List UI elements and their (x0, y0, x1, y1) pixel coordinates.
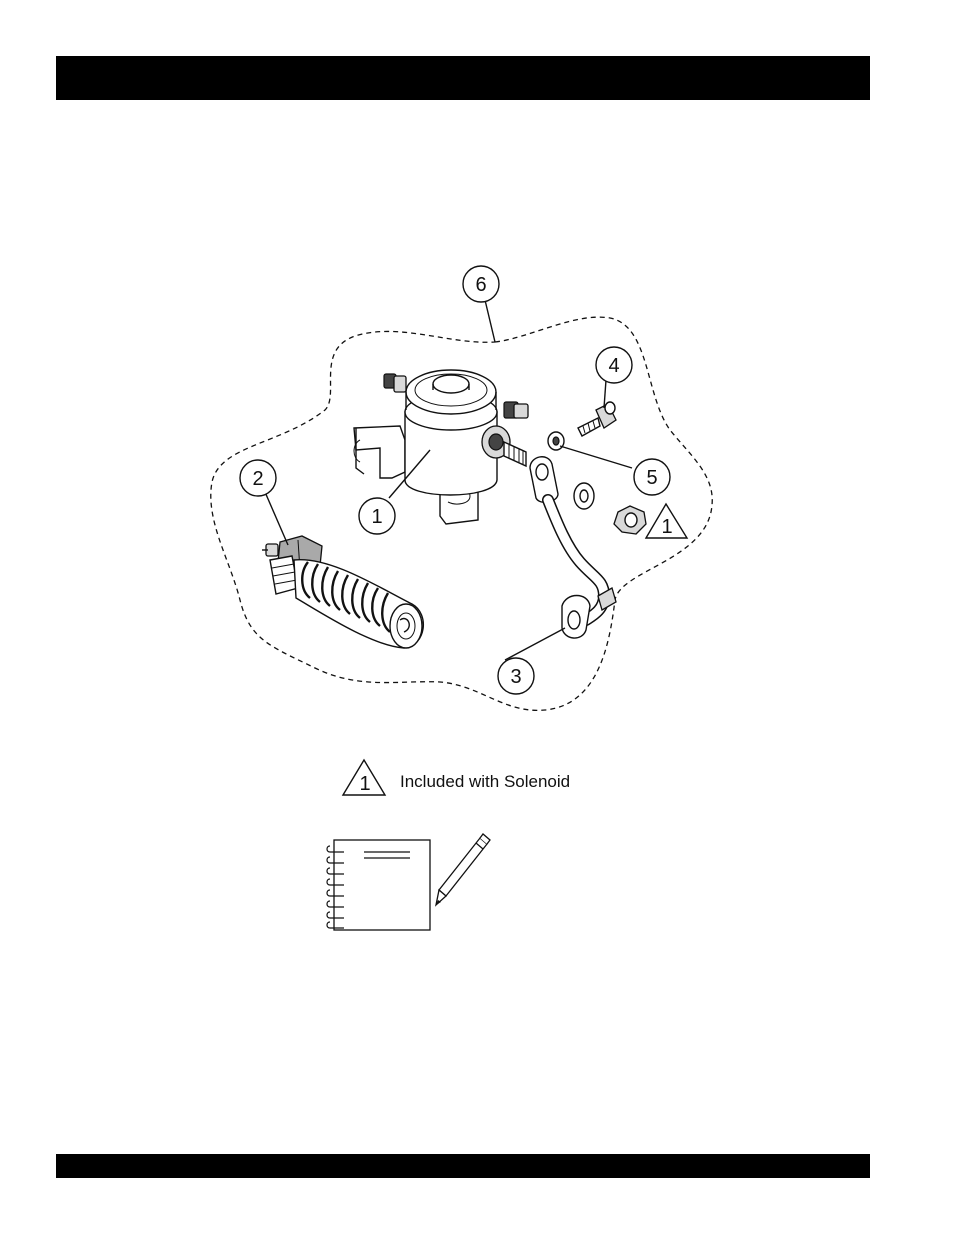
pencil-icon (436, 834, 490, 905)
callout-label: 1 (371, 506, 382, 528)
notebook-icon (327, 840, 430, 930)
legend-text: Included with Solenoid (400, 772, 570, 791)
callout-label: 2 (252, 468, 263, 490)
legend: 1 Included with Solenoid (343, 760, 570, 795)
callout-4: 4 (596, 347, 632, 383)
note-marker: 1 (661, 516, 672, 538)
washer (548, 432, 564, 450)
washer-and-nut (574, 483, 646, 534)
callout-6: 6 (463, 266, 499, 302)
legend-symbol: 1 (359, 773, 370, 795)
callout-5: 5 (634, 459, 670, 495)
callout-label: 6 (475, 274, 486, 296)
callout-label: 3 (510, 666, 521, 688)
callout-label: 4 (608, 355, 619, 377)
callout-1: 1 (359, 498, 395, 534)
screw (578, 402, 616, 436)
callout-3: 3 (498, 658, 534, 694)
callout-label: 5 (646, 467, 657, 489)
starter-switch (262, 536, 423, 648)
callout-2: 2 (240, 460, 276, 496)
battery-cable (530, 457, 616, 638)
note-triangle: 1 (646, 504, 687, 538)
